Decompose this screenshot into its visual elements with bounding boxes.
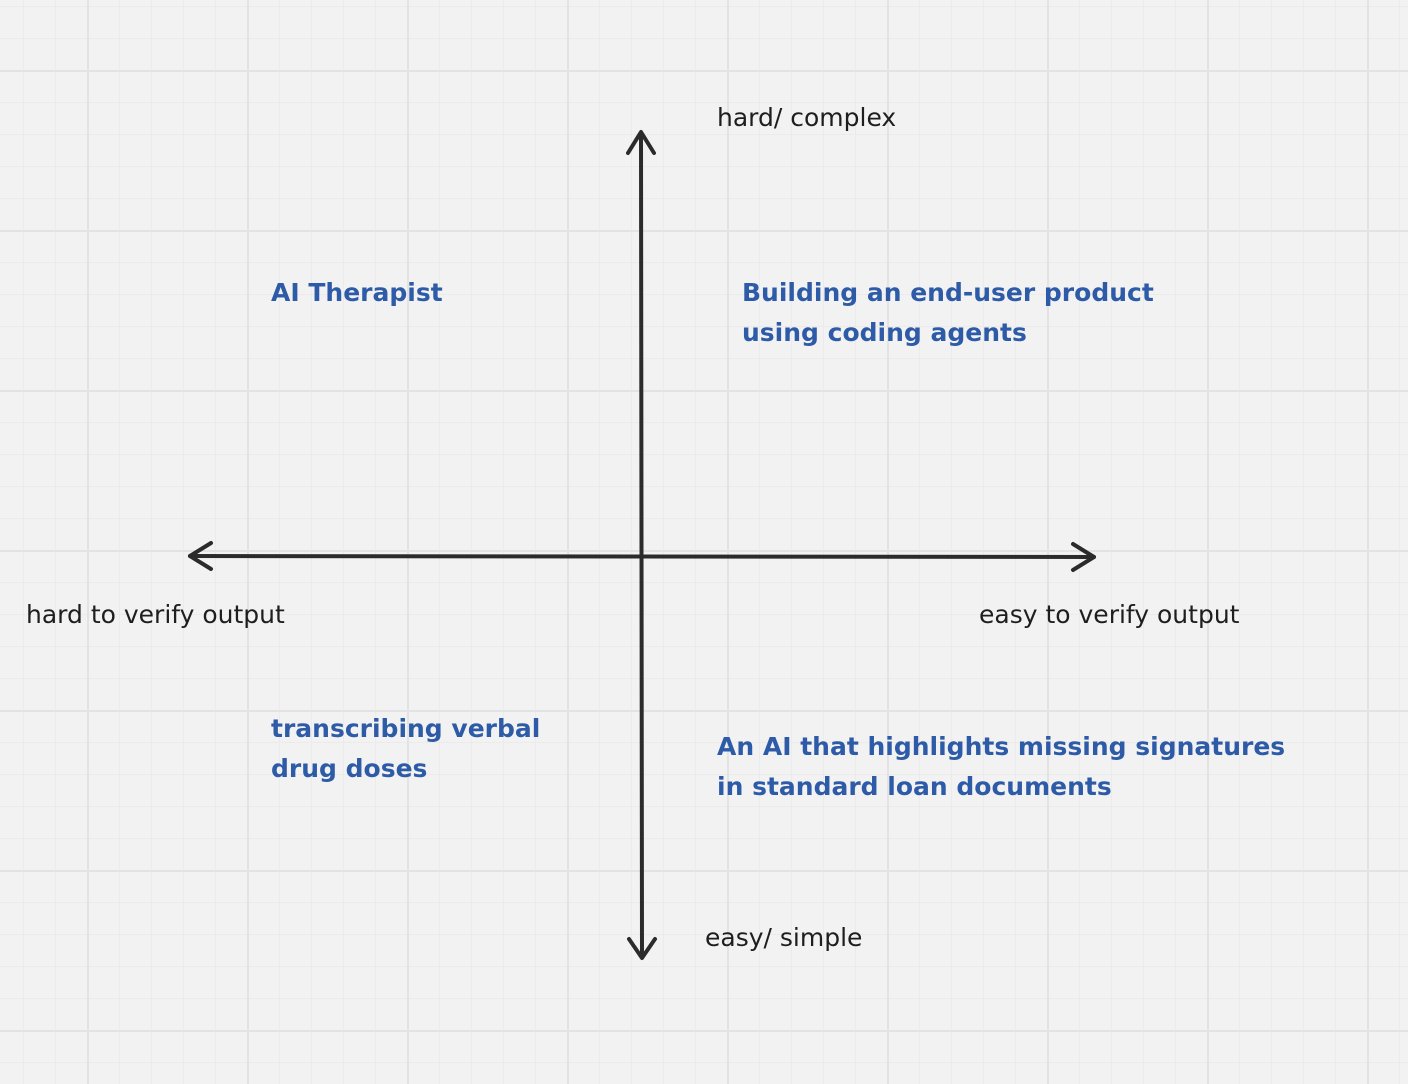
note-bottom-right-line-1: An AI that highlights missing signatures <box>717 732 1286 761</box>
vertical-axis-line <box>639 132 644 958</box>
note-bottom-left: transcribing verbal drug doses <box>271 709 540 789</box>
axis-label-bottom: easy/ simple <box>705 923 863 952</box>
note-top-right-line-2: using coding agents <box>742 318 1027 347</box>
note-top-right: Building an end-user product using codin… <box>742 273 1154 353</box>
note-top-left: AI Therapist <box>271 273 443 313</box>
axis-label-top: hard/ complex <box>717 103 897 132</box>
horizontal-axis-line <box>188 554 1096 559</box>
note-bottom-right: An AI that highlights missing signatures… <box>717 727 1285 807</box>
top-arrowhead <box>626 130 656 155</box>
axis-label-left: hard to verify output <box>26 600 285 629</box>
note-bottom-left-line-2: drug doses <box>271 754 428 783</box>
bottom-arrowhead <box>627 937 657 960</box>
right-arrowhead <box>1071 542 1096 572</box>
note-top-left-line-1: AI Therapist <box>271 278 443 307</box>
axis-label-right: easy to verify output <box>979 600 1240 629</box>
note-bottom-right-line-2: in standard loan documents <box>717 772 1112 801</box>
note-bottom-left-line-1: transcribing verbal <box>271 714 541 743</box>
left-arrowhead <box>188 541 213 571</box>
note-top-right-line-1: Building an end-user product <box>742 278 1154 307</box>
